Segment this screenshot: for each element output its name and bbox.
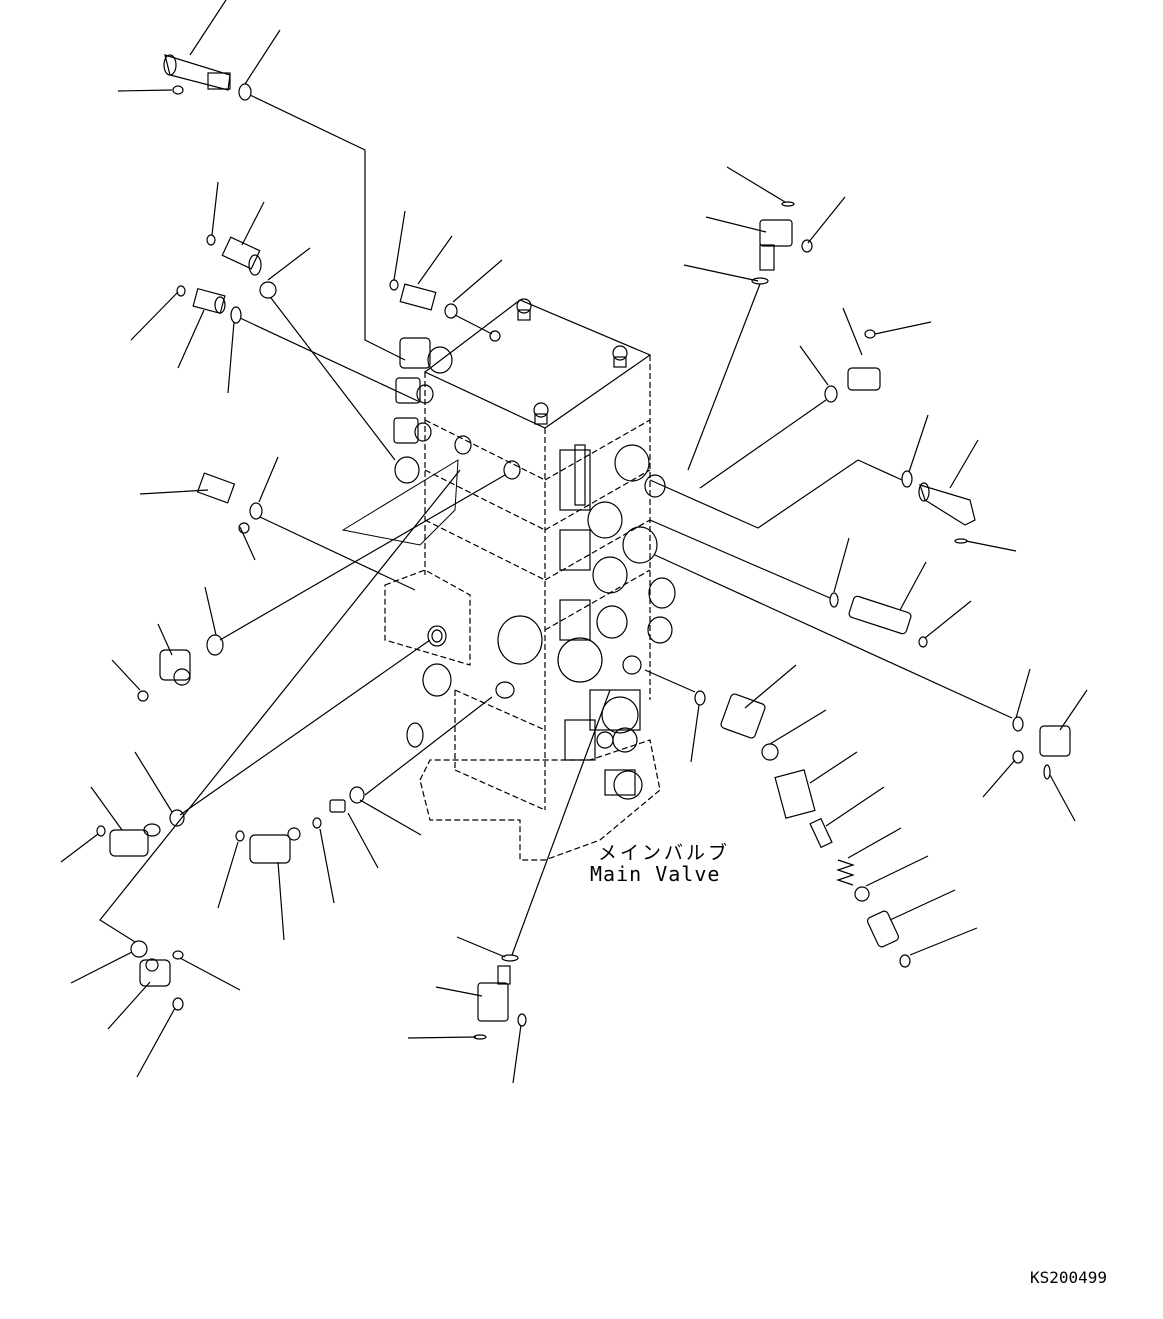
left-fittings [393,337,453,484]
loose-parts [96,54,1071,1040]
drawing-code: KS200499 [1030,1268,1108,1287]
valve-label-english: Main Valve [590,862,721,886]
main-valve-body [341,298,676,861]
leader-lines [60,0,1088,1084]
spool-caps [406,444,676,800]
valve-label-japanese: メインバルブ [598,842,731,864]
